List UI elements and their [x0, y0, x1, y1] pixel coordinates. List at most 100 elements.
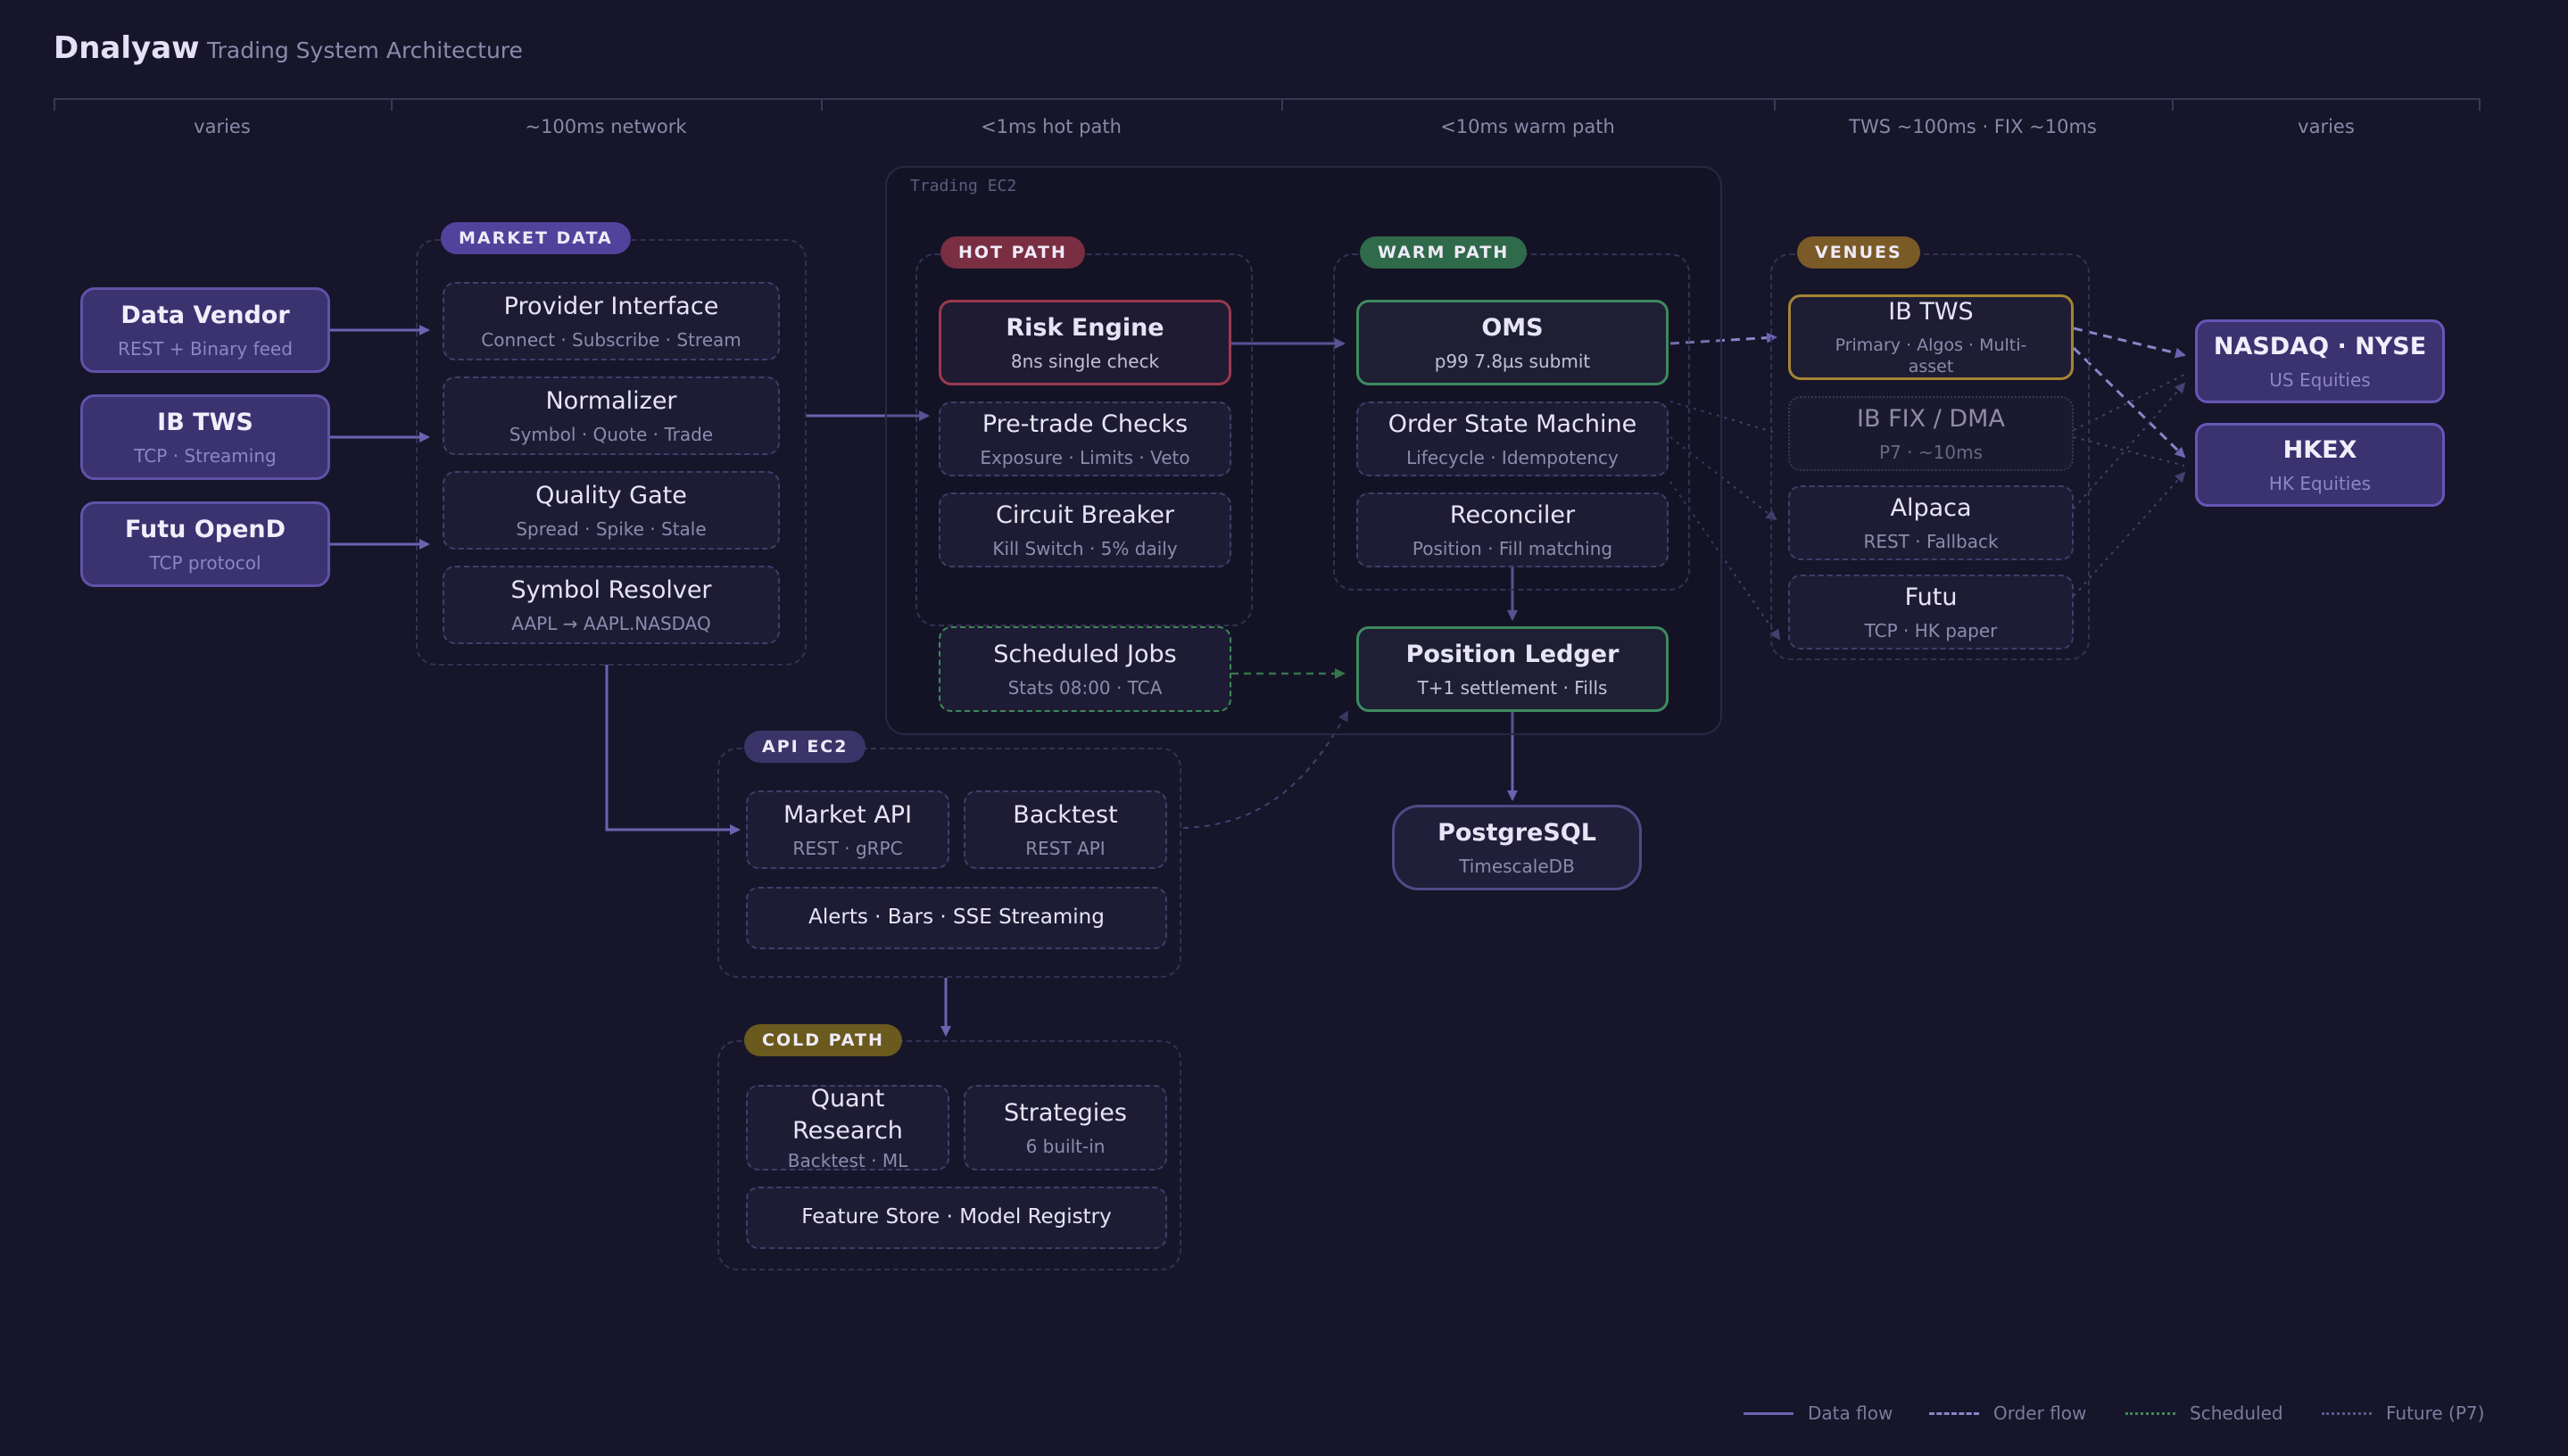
trading-ec2-label: Trading EC2: [910, 177, 1017, 195]
node-subtitle: TCP protocol: [149, 552, 261, 575]
node-title: Strategies: [1004, 1098, 1127, 1127]
edge-oms-ibtws: [1669, 332, 1777, 345]
node-subtitle: TCP · HK paper: [1864, 620, 1998, 642]
latency-label-hot: <1ms hot path: [981, 116, 1122, 137]
latency-label-network: ~100ms network: [525, 116, 687, 137]
venues-group: [1770, 253, 2090, 660]
venue-ib-tws-node[interactable]: IB TWS Primary · Algos · Multi-asset: [1788, 294, 2074, 380]
app-subtitle: Trading System Architecture: [207, 37, 523, 63]
position-ledger-node[interactable]: Position Ledger T+1 settlement · Fills: [1356, 626, 1669, 712]
node-subtitle: 6 built-in: [1025, 1136, 1106, 1158]
edge-alpaca-nasdaq: [2073, 382, 2186, 509]
normalizer-node[interactable]: Normalizer Symbol · Quote · Trade: [443, 376, 780, 455]
symbol-resolver-node[interactable]: Symbol Resolver AAPL → AAPL.NASDAQ: [443, 566, 780, 644]
risk-engine-node[interactable]: Risk Engine 8ns single check: [939, 300, 1231, 385]
timeline-tick: [1774, 98, 1776, 111]
timeline-tick: [1281, 98, 1283, 111]
node-subtitle: TCP · Streaming: [134, 445, 277, 467]
node-subtitle: Position · Fill matching: [1412, 538, 1613, 560]
source-futu-opend[interactable]: Futu OpenD TCP protocol: [80, 501, 330, 587]
latency-timeline: [54, 98, 2481, 100]
quant-research-node[interactable]: Quant Research Backtest · ML: [746, 1085, 949, 1171]
circuit-breaker-node[interactable]: Circuit Breaker Kill Switch · 5% daily: [939, 492, 1231, 567]
node-title: Alerts · Bars · SSE Streaming: [808, 906, 1105, 930]
node-subtitle: REST + Binary feed: [118, 338, 293, 360]
node-title: Normalizer: [545, 386, 677, 415]
node-subtitle: Backtest · ML: [787, 1150, 908, 1172]
timeline-tick: [2172, 98, 2174, 111]
feature-store-node[interactable]: Feature Store · Model Registry: [746, 1187, 1167, 1249]
legend-label: Scheduled: [2190, 1402, 2283, 1424]
node-subtitle: AAPL → AAPL.NASDAQ: [511, 613, 711, 635]
edge-osm-alpaca: [1669, 436, 1777, 521]
node-title: Feature Store · Model Registry: [801, 1205, 1112, 1229]
node-title: Futu: [1904, 583, 1958, 611]
venue-alpaca-node[interactable]: Alpaca REST · Fallback: [1788, 485, 2074, 560]
node-subtitle: P7 · ~10ms: [1879, 442, 1983, 464]
node-title: Quant Research: [792, 1084, 903, 1145]
node-title: Alpaca: [1890, 493, 1972, 522]
pretrade-checks-node[interactable]: Pre-trade Checks Exposure · Limits · Vet…: [939, 401, 1231, 476]
legend-future: Future (P7): [2322, 1402, 2484, 1424]
source-data-vendor[interactable]: Data Vendor REST + Binary feed: [80, 287, 330, 373]
legend-label: Data flow: [1808, 1402, 1893, 1424]
warm-path-pill: WARM PATH: [1360, 236, 1528, 269]
node-title: IB TWS: [1888, 298, 1974, 327]
node-subtitle: TimescaleDB: [1459, 856, 1575, 878]
strategies-node[interactable]: Strategies 6 built-in: [964, 1085, 1167, 1171]
node-subtitle: REST API: [1025, 838, 1106, 860]
exchange-hkex-node[interactable]: HKEX HK Equities: [2195, 423, 2445, 507]
node-title: Quality Gate: [535, 481, 687, 509]
app-title: Dnalyaw: [54, 30, 200, 66]
venue-ib-fix-node[interactable]: IB FIX / DMA P7 · ~10ms: [1788, 396, 2074, 471]
postgresql-node[interactable]: PostgreSQL TimescaleDB: [1392, 805, 1642, 890]
node-subtitle: US Equities: [2269, 369, 2371, 392]
node-subtitle: T+1 settlement · Fills: [1417, 677, 1608, 699]
reconciler-node[interactable]: Reconciler Position · Fill matching: [1356, 492, 1669, 567]
node-title: Symbol Resolver: [510, 575, 712, 604]
timeline-tick: [821, 98, 823, 111]
node-subtitle: Kill Switch · 5% daily: [992, 538, 1178, 560]
market-data-pill: MARKET DATA: [441, 222, 631, 254]
node-subtitle: Exposure · Limits · Veto: [980, 447, 1190, 469]
node-title: IB TWS: [157, 408, 253, 436]
node-subtitle: Symbol · Quote · Trade: [509, 424, 714, 446]
quality-gate-node[interactable]: Quality Gate Spread · Spike · Stale: [443, 471, 780, 550]
node-subtitle: p99 7.8µs submit: [1434, 351, 1591, 373]
source-ib-tws[interactable]: IB TWS TCP · Streaming: [80, 394, 330, 480]
node-subtitle: Connect · Subscribe · Stream: [481, 329, 741, 352]
latency-label-exchanges: varies: [2298, 116, 2355, 137]
node-subtitle: REST · Fallback: [1863, 531, 1999, 553]
backtest-api-node[interactable]: Backtest REST API: [964, 790, 1167, 869]
node-title: Scheduled Jobs: [993, 640, 1177, 668]
node-title: Order State Machine: [1388, 410, 1637, 438]
oms-node[interactable]: OMS p99 7.8µs submit: [1356, 300, 1669, 385]
timeline-tick: [391, 98, 393, 111]
provider-interface-node[interactable]: Provider Interface Connect · Subscribe ·…: [443, 282, 780, 360]
node-subtitle: 8ns single check: [1010, 351, 1160, 373]
api-ec2-pill: API EC2: [744, 731, 866, 763]
timeline-tick: [2479, 98, 2481, 111]
node-title: PostgreSQL: [1437, 818, 1596, 847]
node-subtitle: Spread · Spike · Stale: [516, 518, 707, 541]
node-subtitle: HK Equities: [2268, 473, 2372, 495]
hot-path-pill: HOT PATH: [940, 236, 1085, 269]
node-title: OMS: [1481, 313, 1544, 342]
node-subtitle: Lifecycle · Idempotency: [1406, 447, 1619, 469]
order-state-machine-node[interactable]: Order State Machine Lifecycle · Idempote…: [1356, 401, 1669, 476]
edge-futu-hkex: [2073, 471, 2186, 597]
exchange-nasdaq-nyse-node[interactable]: NASDAQ · NYSE US Equities: [2195, 319, 2445, 403]
node-title: IB FIX / DMA: [1857, 404, 2005, 433]
cold-path-group: [717, 1040, 1181, 1270]
node-title: Data Vendor: [120, 301, 290, 329]
node-subtitle: Primary · Algos · Multi-asset: [1835, 335, 2027, 377]
streaming-node[interactable]: Alerts · Bars · SSE Streaming: [746, 887, 1167, 949]
market-api-node[interactable]: Market API REST · gRPC: [746, 790, 949, 869]
node-title: Pre-trade Checks: [982, 410, 1189, 438]
venue-futu-node[interactable]: Futu TCP · HK paper: [1788, 575, 2074, 649]
node-title: Reconciler: [1449, 500, 1576, 529]
scheduled-jobs-node[interactable]: Scheduled Jobs Stats 08:00 · TCA: [939, 626, 1231, 712]
node-title: Provider Interface: [503, 292, 719, 320]
edge-marketdata-api: [605, 665, 741, 835]
edge-ibfix-hkex: [2073, 436, 2185, 467]
